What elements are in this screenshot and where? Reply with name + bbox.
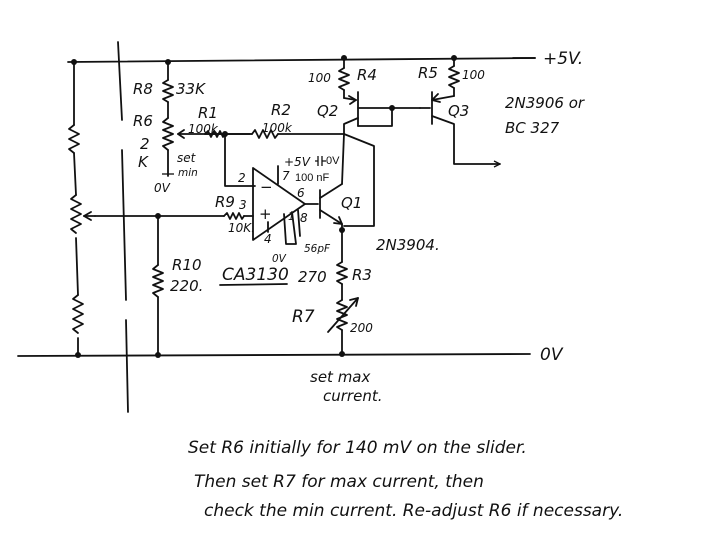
- r1-label: R1: [198, 104, 218, 122]
- r6-note-2: min: [178, 167, 198, 179]
- opamp-pin6: 6: [297, 186, 305, 200]
- r10-value: 220.: [170, 277, 203, 295]
- r6-value-1: 2: [140, 135, 150, 153]
- r9-resistor: [94, 212, 254, 220]
- ground-rail-label: 0V: [540, 345, 564, 365]
- opamp-pin2: 2: [238, 171, 246, 185]
- r4-value: 100: [308, 71, 331, 85]
- opamp-pin1: 1: [288, 211, 295, 223]
- r9-label: R9: [215, 193, 235, 211]
- r5-resistor: [448, 55, 460, 97]
- q1-transistor: [304, 133, 345, 225]
- opamp-part-underline: [219, 283, 288, 286]
- r7-label: R7: [292, 307, 315, 327]
- r10-label: R10: [172, 256, 202, 274]
- q3-label: Q3: [448, 102, 469, 120]
- r8-resistor: [162, 59, 174, 119]
- feedback-wire: [343, 133, 375, 227]
- opamp-part-label: CA3130: [222, 265, 289, 285]
- q3-part-label-1: 2N3906 or: [505, 94, 585, 112]
- r8-label: R8: [133, 80, 153, 98]
- r7-value: 200: [350, 321, 373, 335]
- opamp-plus-sign: +: [259, 205, 272, 223]
- r1-resistor: [204, 130, 256, 187]
- opamp-ca3130: [252, 167, 306, 241]
- r1-value: 100k: [188, 122, 219, 136]
- r3-resistor: [336, 261, 348, 301]
- r7-variable-resistor: [327, 297, 359, 357]
- decoupling-capacitor: [315, 156, 326, 166]
- q1-part-label: 2N3904.: [376, 236, 440, 254]
- r6-value-2: K: [138, 153, 149, 171]
- decoupling-ground-label: 0V: [326, 155, 340, 167]
- separator-line: [117, 41, 129, 413]
- supply-rail-label: +5V.: [543, 49, 583, 69]
- opamp-pin4: 4: [264, 232, 272, 246]
- r4-label: R4: [357, 66, 377, 84]
- opamp-minus-sign: −: [260, 178, 273, 196]
- ground-rail: [17, 353, 531, 357]
- decoupling-value-label: 100 nF: [295, 172, 330, 184]
- instruction-line-1: Set R6 initially for 140 mV on the slide…: [188, 438, 527, 458]
- q2-transistor: [343, 91, 421, 135]
- left-divider-chain: [68, 59, 96, 358]
- r3-label: R3: [352, 266, 372, 284]
- r2-label: R2: [271, 101, 291, 119]
- r2-value: 100k: [262, 121, 293, 135]
- supply-rail: [67, 57, 536, 63]
- opamp-ground-label: 0V: [272, 253, 287, 265]
- opamp-supply-label: +5V: [284, 155, 311, 169]
- r9-value: 10K.: [228, 221, 255, 235]
- r7-note-1: set max: [310, 368, 370, 386]
- opamp-connections: [267, 165, 301, 245]
- r7-note-2: current.: [323, 387, 382, 405]
- r4-resistor: [338, 55, 350, 99]
- r6-label: R6: [133, 112, 153, 130]
- r6-ground-label: 0V: [154, 181, 171, 195]
- r6-note-1: set: [177, 151, 197, 165]
- instruction-line-3: check the min current. Re-adjust R6 if n…: [204, 501, 623, 521]
- opamp-pin8: 8: [300, 211, 308, 225]
- opamp-comp-cap-label: 56pF: [304, 243, 331, 255]
- q3-transistor: [419, 91, 501, 168]
- q3-part-label-2: BC 327: [505, 119, 560, 137]
- q2-label: Q2: [317, 102, 338, 120]
- r5-label: R5: [418, 64, 438, 82]
- r5-value: 100: [462, 68, 485, 82]
- r10-resistor: [152, 215, 164, 358]
- r3-value: 270: [298, 268, 327, 286]
- q1-label: Q1: [341, 194, 362, 212]
- opamp-pin3: 3: [239, 198, 247, 212]
- r8-value: 33K: [176, 80, 206, 98]
- instruction-line-2: Then set R7 for max current, then: [194, 472, 484, 492]
- opamp-pin7: 7: [282, 169, 290, 183]
